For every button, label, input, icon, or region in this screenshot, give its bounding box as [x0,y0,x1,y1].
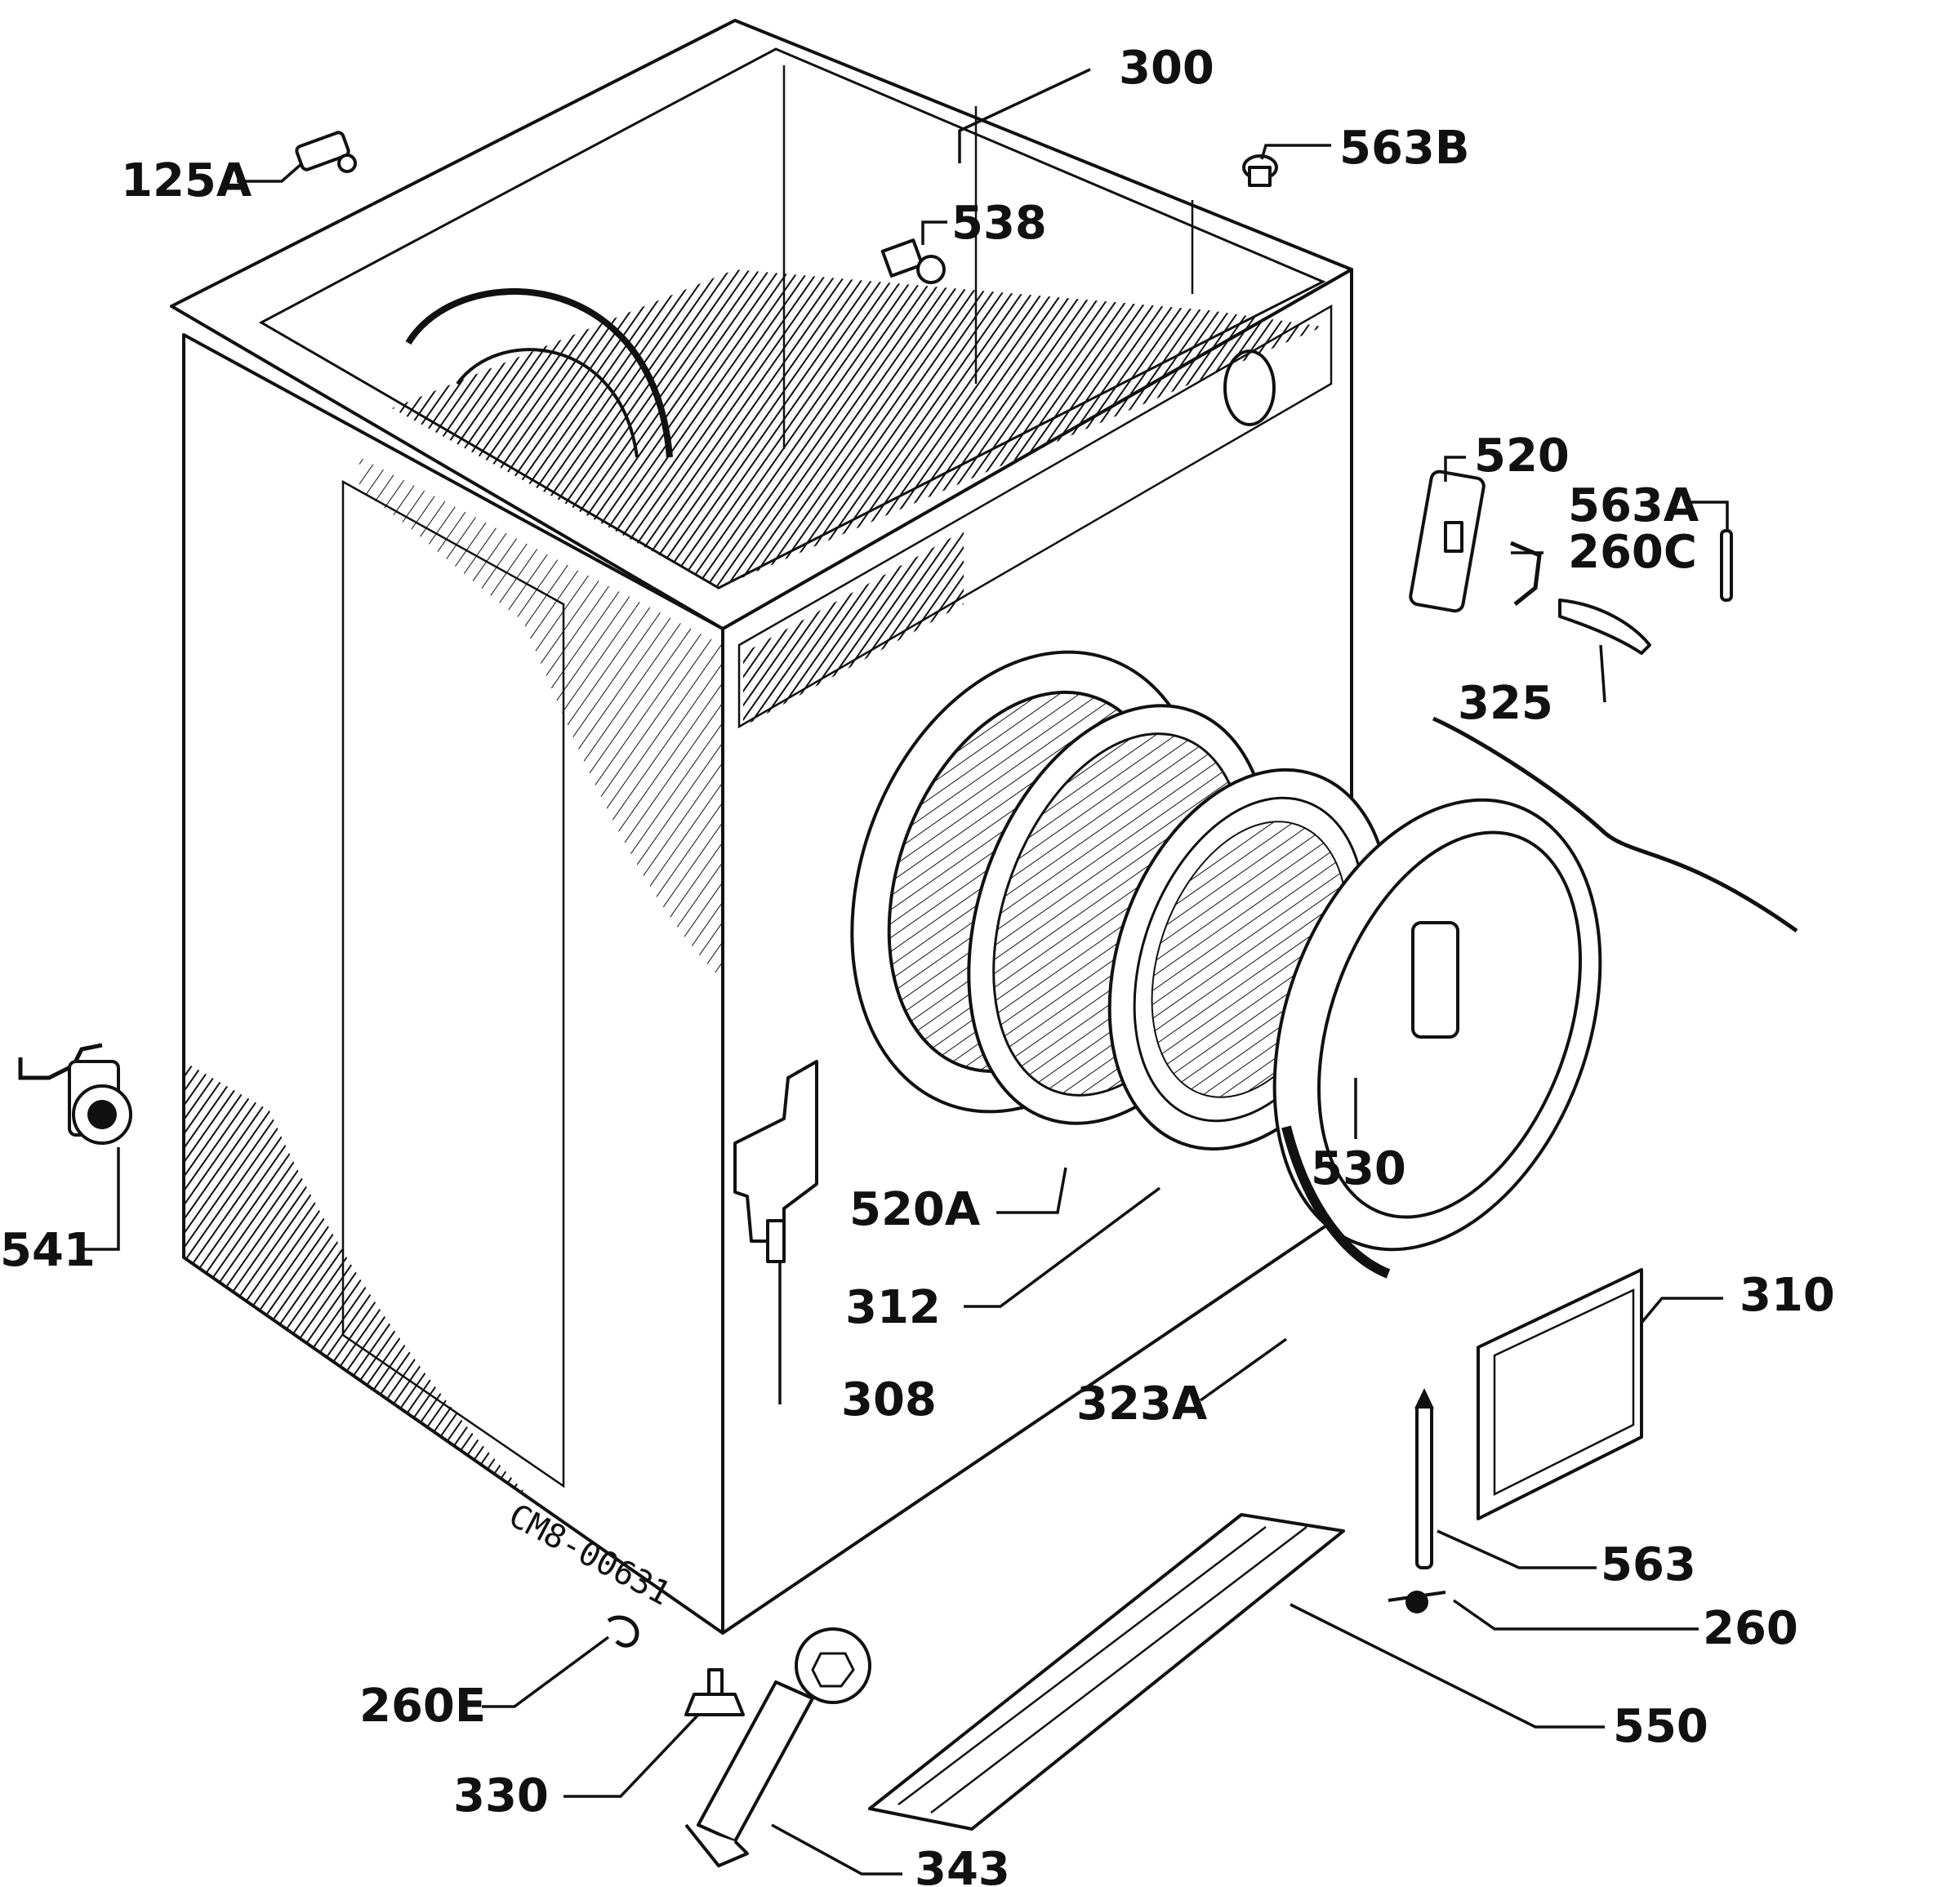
part-310-shape [1477,1268,1643,1520]
part-550-shape [868,1513,1345,1831]
interior-shading [392,269,1323,588]
part-343-shape [684,1627,871,1867]
part-541-shape [18,1043,132,1145]
label-308: 308 [841,1373,937,1426]
label-520a: 520A [849,1183,981,1236]
part-330-shape [684,1668,745,1716]
label-563: 563 [1601,1538,1696,1591]
part-520-shape [1409,470,1486,613]
door-handle [1411,921,1459,1039]
side-panel-shading-upper [359,457,723,980]
control-panel-shading [743,531,964,727]
part-260e-shape [607,1615,639,1648]
label-325: 325 [1458,677,1553,730]
part-labels: 300 563B 125A 538 520 563A 260C 325 530 … [0,42,1835,1887]
control-panel-opening [737,304,1333,729]
label-563a: 563A [1568,479,1699,532]
label-343: 343 [915,1843,1010,1887]
tub-support-arch-inner [456,348,639,458]
label-520: 520 [1474,429,1570,483]
leader-lines [78,68,1729,1876]
part-260-shape [1388,1591,1446,1613]
label-330: 330 [453,1769,549,1822]
part-125a-shape [295,131,357,173]
label-260e: 260E [359,1680,486,1733]
label-310: 310 [1740,1269,1835,1322]
label-530: 530 [1311,1142,1406,1195]
label-563b: 563B [1339,122,1470,175]
part-260c-shape [1510,541,1542,606]
part-308-shape [733,1060,818,1263]
part-563a-shape [1720,529,1733,602]
side-panel-shading [184,1061,531,1498]
label-312: 312 [845,1281,941,1334]
label-323a: 323A [1076,1377,1208,1431]
part-538-shape [880,238,946,284]
label-550: 550 [1613,1700,1708,1753]
label-541: 541 [0,1224,96,1277]
part-563-shape [1414,1388,1434,1569]
label-300: 300 [1119,42,1214,95]
part-325-shape [1558,599,1651,655]
label-260: 260 [1703,1602,1798,1655]
label-125a: 125A [121,154,252,207]
side-panel-inset [341,479,565,1489]
part-563b-shape [1242,154,1278,187]
leader-bracket-325 [1432,716,1798,933]
rear-panel-opening [1223,349,1276,426]
label-538: 538 [951,197,1047,250]
label-260c: 260C [1568,526,1697,579]
tub-support-arch [405,287,673,458]
cabinet [170,19,1353,1635]
